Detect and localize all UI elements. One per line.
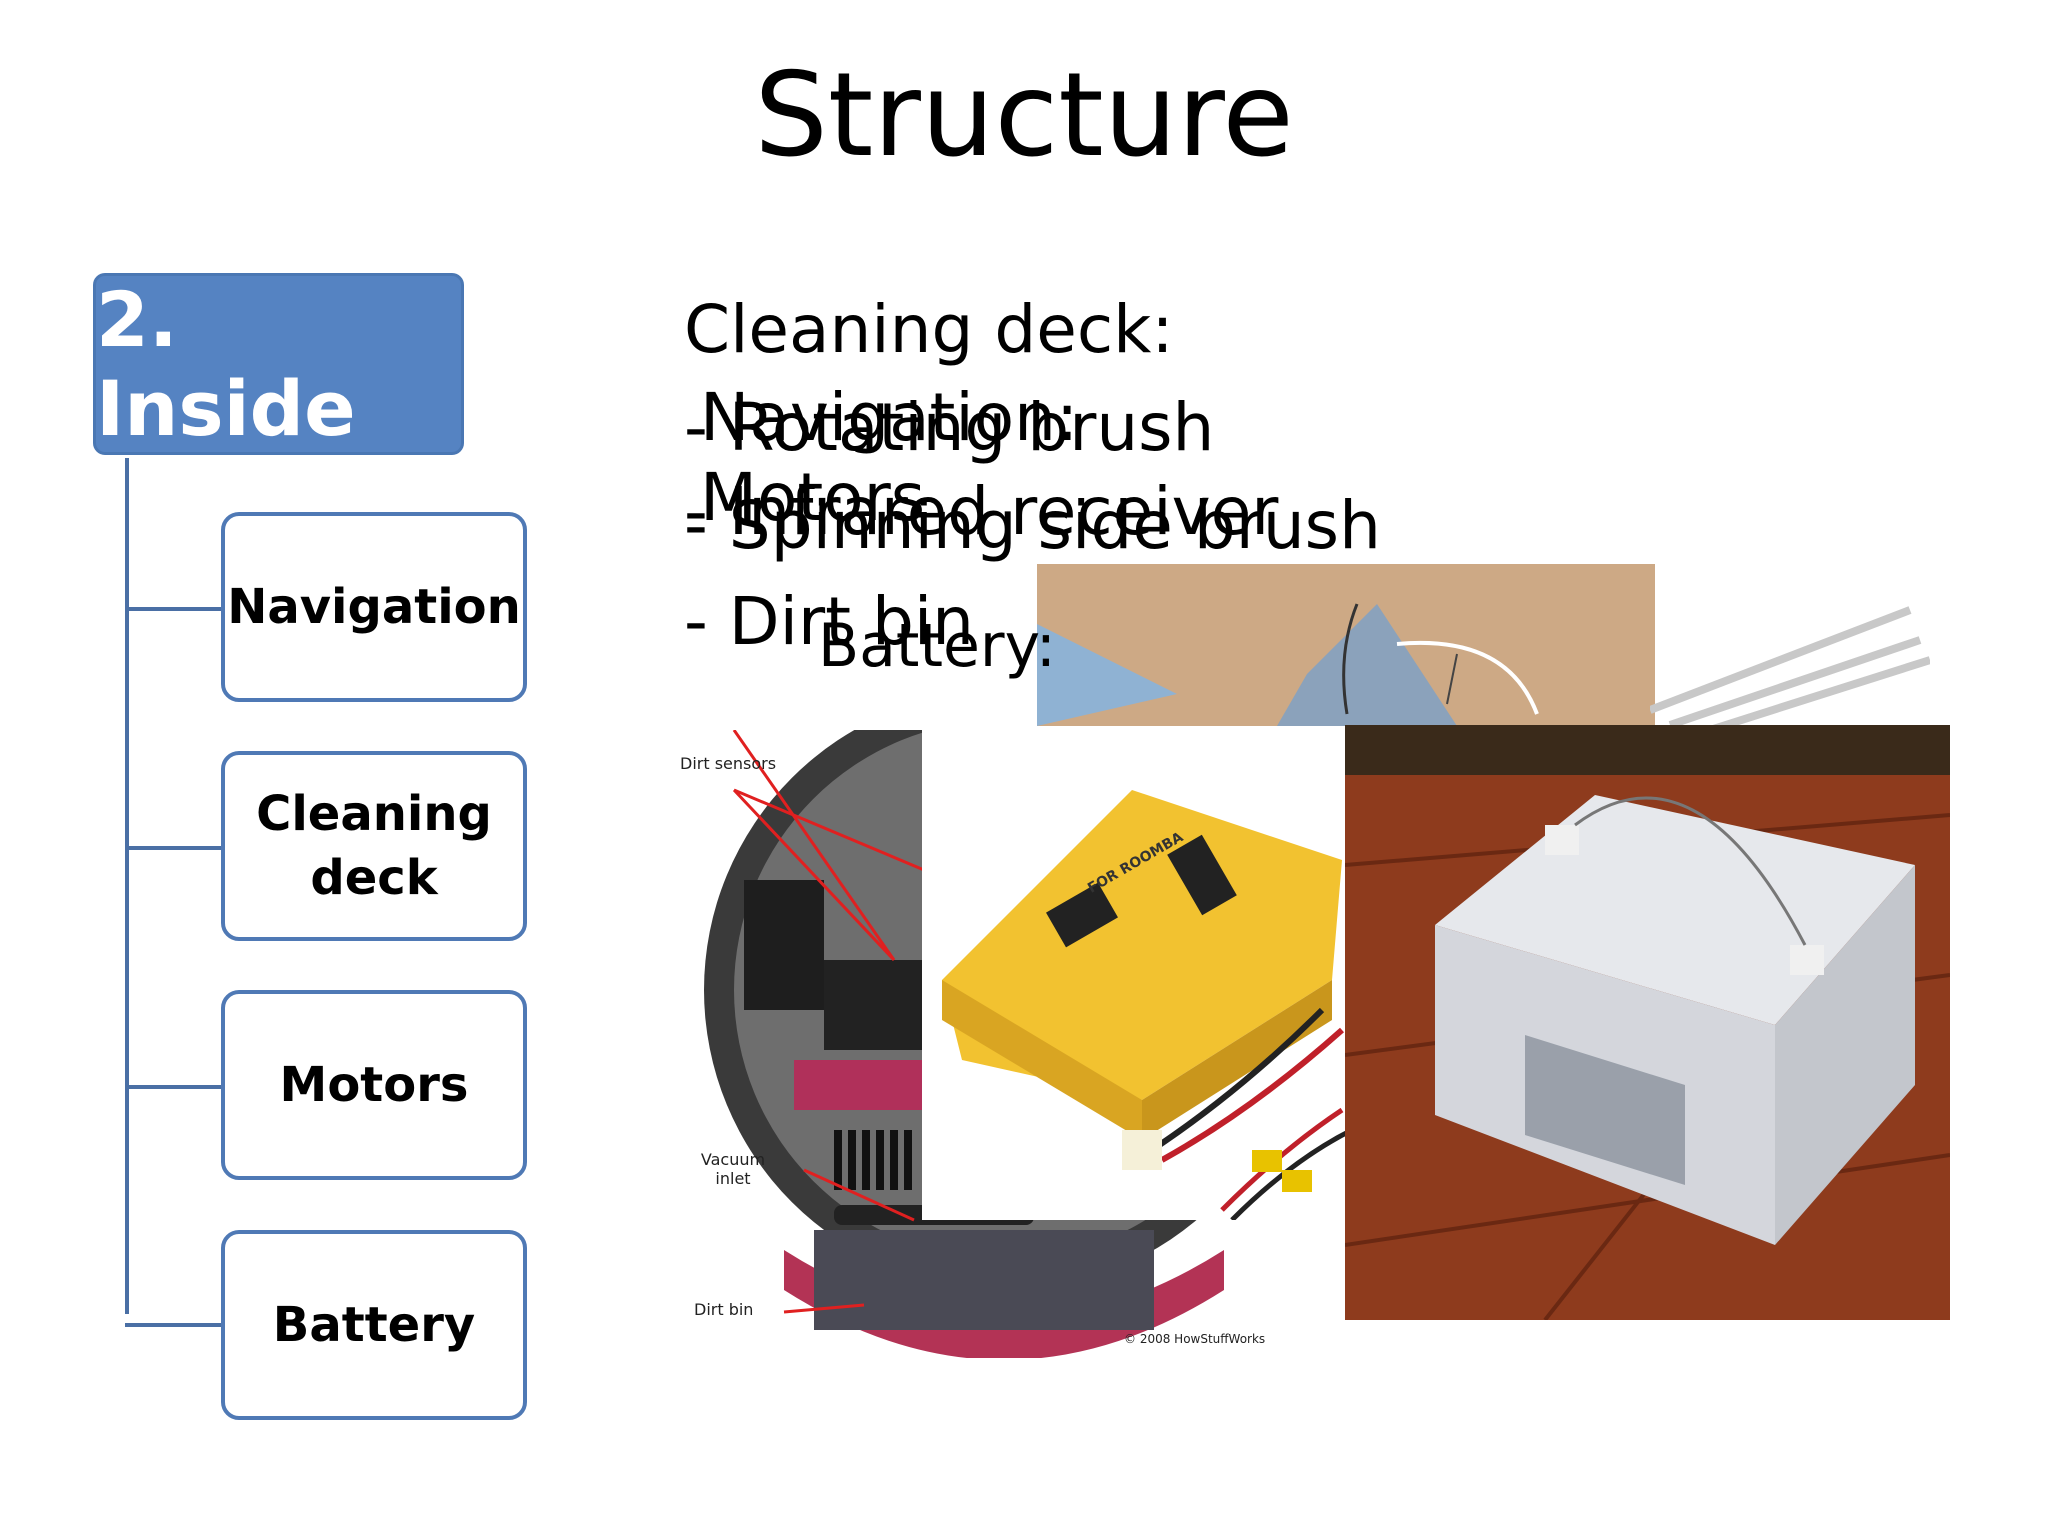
tree-node-motors: Motors	[221, 990, 527, 1180]
white-box-on-floor-photo	[1345, 725, 1950, 1320]
tree-node-cleaning-deck: Cleaning deck	[221, 751, 527, 941]
cleaning-deck-heading: Cleaning deck:	[684, 291, 1174, 368]
battery-pack-photo: FOR ROOMBA	[922, 730, 1352, 1220]
tree-node-battery: Battery	[221, 1230, 527, 1420]
white-box-drawing	[1345, 725, 1950, 1320]
navigation-heading: Navigation:	[700, 379, 1079, 456]
metal-rods-drawing	[1650, 606, 1930, 730]
battery-heading: Battery:	[818, 611, 1056, 681]
tree-connector-battery	[125, 1323, 223, 1327]
cleaning-item-dirt-bin: - Dirt bin	[684, 583, 975, 660]
label-vacuum-inlet: Vacuum inlet	[700, 1150, 766, 1188]
cleaning-item-rotating-brush: - Rotating brush	[684, 389, 1215, 466]
motors-heading: Motors	[700, 459, 926, 536]
tree-root-inside: 2. Inside	[93, 273, 464, 455]
tree-node-navigation: Navigation	[221, 512, 527, 702]
label-dirt-bin: Dirt bin	[694, 1300, 754, 1319]
battery-pack-drawing	[942, 790, 1352, 1220]
infrared-receiver-drawing	[1037, 564, 1655, 726]
label-credit: © 2008 HowStuffWorks	[1124, 1332, 1266, 1346]
label-dirt-sensors: Dirt sensors	[680, 754, 777, 773]
navigation-item-infrared-receiver: - Infrared receiver	[684, 473, 1279, 550]
slide-title: Structure	[754, 48, 1294, 183]
cleaning-item-spinning-side-brush: - Spinning side brush	[684, 487, 1381, 564]
tree-connector-motors	[125, 1085, 223, 1089]
tree-connector-cleaning-deck	[125, 846, 223, 850]
tree-connector-vertical	[125, 458, 129, 1314]
tree-connector-navigation	[125, 607, 223, 611]
infrared-receiver-photo	[1037, 564, 1655, 726]
